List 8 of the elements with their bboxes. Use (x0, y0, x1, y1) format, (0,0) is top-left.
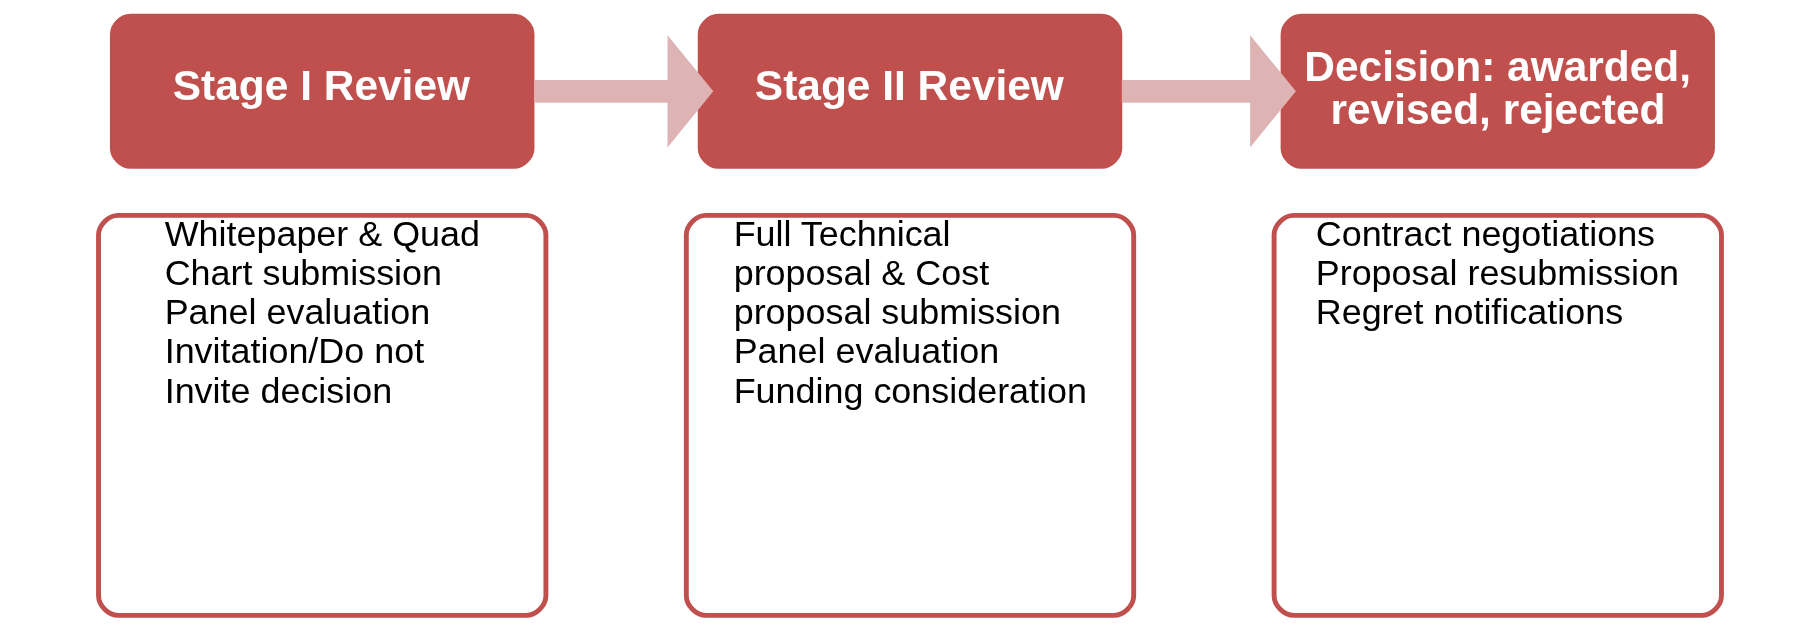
arrow (534, 35, 714, 148)
node-box: Whitepaper & Quad Chart submission Panel evaluation Invitation/Do not Invite decision (96, 212, 549, 618)
node-box: Contract negotiations Proposal resubmission Regret notifications (1271, 212, 1724, 618)
node-box: Decision: awarded, revised, rejected (1280, 13, 1715, 169)
node-box: Full Technical proposal & Cost proposal submission Panel evaluation Funding consideration (683, 212, 1137, 618)
node-box: Stage I Review (109, 13, 535, 169)
node-box: Stage II Review (697, 13, 1123, 169)
arrow (1121, 35, 1296, 148)
